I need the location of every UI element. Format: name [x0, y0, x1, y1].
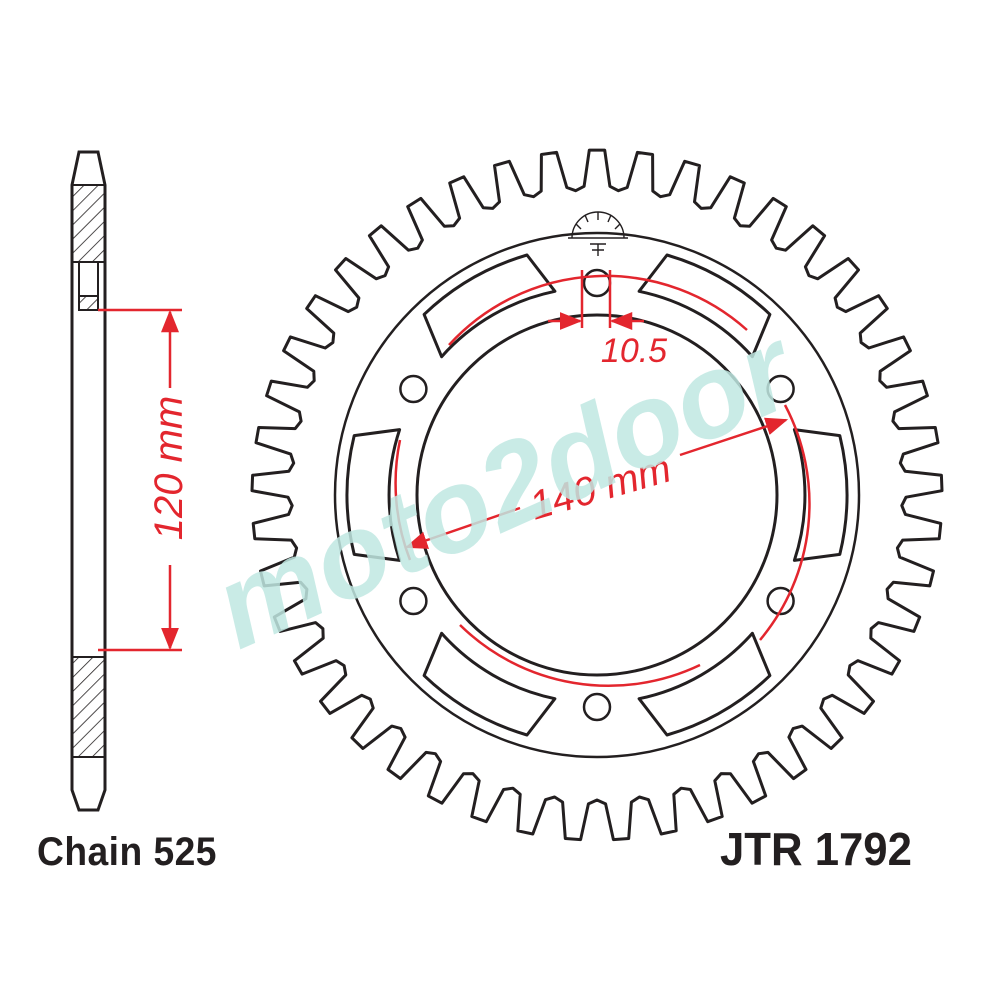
bolt-hole: [582, 692, 612, 722]
side-profile-outline: [70, 150, 107, 812]
lightening-hole: [422, 631, 557, 737]
side-hatch-mid: [78, 295, 99, 311]
center-bore-dimension-label: 120 mm: [147, 396, 191, 541]
center-bore-dimension: 120 mm: [98, 308, 191, 652]
lightening-hole: [637, 253, 772, 359]
bolt-circle-dimension-line: [679, 417, 789, 457]
root-circle: [333, 231, 861, 759]
lightening-hole: [345, 428, 402, 562]
bolt-hole: [399, 374, 428, 404]
side-hatch-top: [71, 184, 106, 263]
bolt-circle-dimension-line: [404, 506, 521, 549]
chain-size-label: Chain 525: [37, 830, 217, 874]
bolt-hole: [399, 586, 428, 616]
bolt-hole-dimension-label: 10.5: [601, 332, 667, 370]
center-bore: [415, 313, 779, 677]
part-number-label: JTR 1792: [720, 823, 912, 875]
bolt-hole-dimension: 10.5: [548, 270, 667, 370]
bolt-circle-arc-bottom: [459, 624, 701, 687]
bolt-hole: [582, 268, 612, 298]
bolt-holes: [399, 268, 795, 722]
sprocket-front-view: [250, 148, 944, 842]
brand-logo-mark: [568, 211, 628, 256]
bolt-circle-arc-right: [759, 404, 811, 641]
bolt-hole: [766, 374, 795, 404]
bolt-hole: [766, 586, 795, 616]
sprocket-side-profile: [70, 150, 107, 812]
side-hatch-bottom: [71, 656, 106, 758]
lightening-hole: [637, 631, 772, 737]
lightening-hole: [422, 253, 557, 359]
bolt-circle-arc-top: [448, 274, 748, 346]
